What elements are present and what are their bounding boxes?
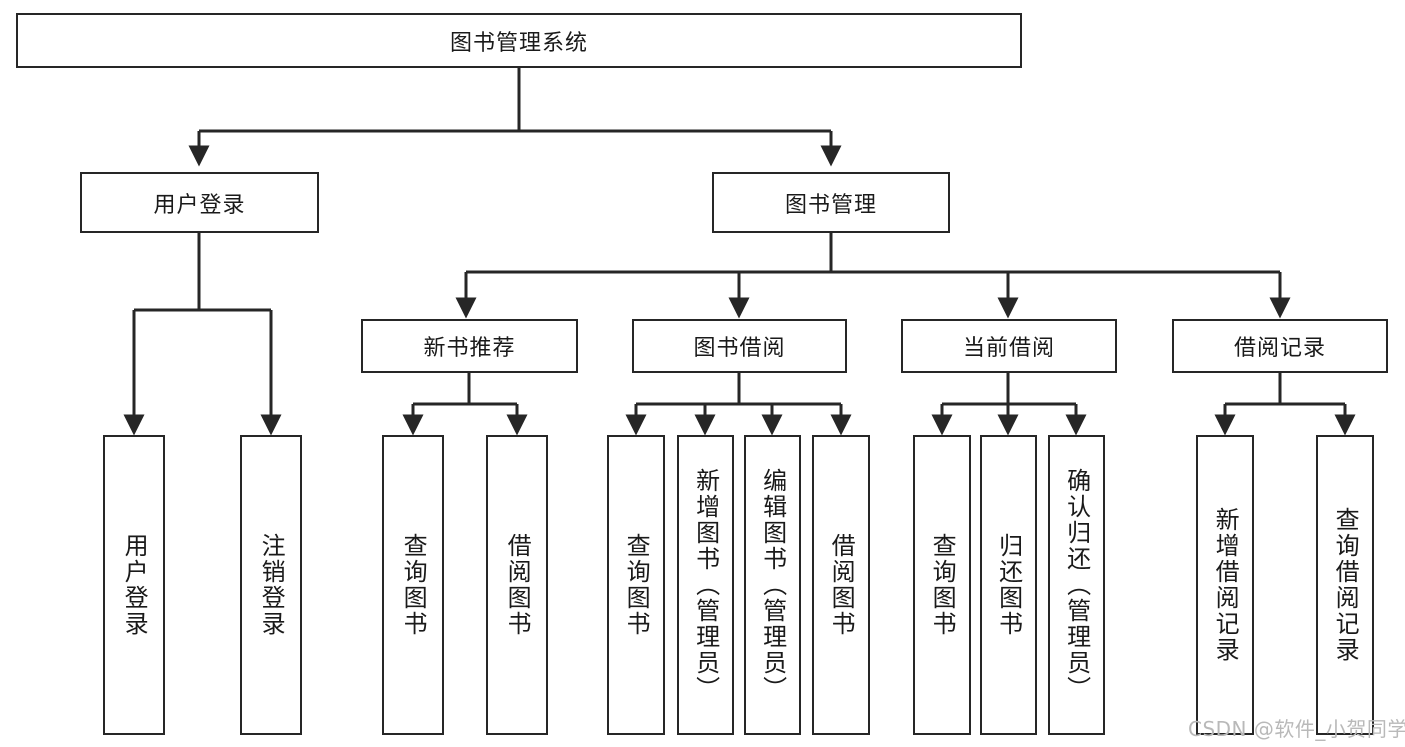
node-leaf-return-book[interactable]: 归还图书: [980, 435, 1037, 735]
node-leaf-query-book-2[interactable]: 查询图书: [607, 435, 665, 735]
node-leaf-borrow-book-2[interactable]: 借阅图书: [812, 435, 870, 735]
node-leaf-user-logout[interactable]: 注销登录: [240, 435, 302, 735]
node-borrow-record-label: 借阅记录: [1233, 336, 1326, 361]
node-root-label: 图书管理系统: [449, 30, 588, 56]
node-leaf-query-record-label: 查询借阅记录: [1331, 507, 1360, 663]
node-book-borrow[interactable]: 图书借阅: [632, 319, 847, 373]
node-leaf-query-record[interactable]: 查询借阅记录: [1316, 435, 1374, 735]
node-leaf-add-record[interactable]: 新增借阅记录: [1196, 435, 1254, 735]
node-book-manage[interactable]: 图书管理: [712, 172, 950, 233]
node-new-book-rec[interactable]: 新书推荐: [361, 319, 578, 373]
node-user-login-label: 用户登录: [153, 192, 246, 218]
node-leaf-user-logout-label: 注销登录: [257, 533, 286, 637]
node-leaf-query-book-3-label: 查询图书: [928, 533, 957, 637]
node-leaf-return-book-label: 归还图书: [994, 533, 1023, 637]
node-leaf-borrow-book-1-label: 借阅图书: [503, 533, 532, 637]
node-leaf-edit-book[interactable]: 编辑图书（管理员）: [744, 435, 801, 735]
node-leaf-query-book-3[interactable]: 查询图书: [913, 435, 971, 735]
node-book-manage-label: 图书管理: [784, 192, 877, 218]
watermark: CSDN @软件_小贺同学: [1188, 717, 1405, 741]
node-leaf-confirm-return[interactable]: 确认归还（管理员）: [1048, 435, 1105, 735]
node-leaf-add-book[interactable]: 新增图书（管理员）: [677, 435, 734, 735]
node-leaf-add-book-label: 新增图书（管理员）: [691, 468, 720, 702]
node-leaf-edit-book-label: 编辑图书（管理员）: [758, 468, 787, 702]
node-new-book-rec-label: 新书推荐: [423, 336, 516, 361]
node-book-borrow-label: 图书借阅: [693, 336, 786, 361]
node-leaf-borrow-book-1[interactable]: 借阅图书: [486, 435, 548, 735]
node-leaf-user-login[interactable]: 用户登录: [103, 435, 165, 735]
node-user-login[interactable]: 用户登录: [80, 172, 319, 233]
node-root[interactable]: 图书管理系统: [16, 13, 1022, 68]
node-leaf-query-book-1-label: 查询图书: [399, 533, 428, 637]
node-leaf-confirm-return-label: 确认归还（管理员）: [1062, 468, 1091, 702]
node-current-borrow-label: 当前借阅: [962, 336, 1055, 361]
node-current-borrow[interactable]: 当前借阅: [901, 319, 1117, 373]
node-leaf-query-book-2-label: 查询图书: [622, 533, 651, 637]
node-leaf-query-book-1[interactable]: 查询图书: [382, 435, 444, 735]
node-borrow-record[interactable]: 借阅记录: [1172, 319, 1388, 373]
node-leaf-user-login-label: 用户登录: [120, 533, 149, 637]
node-leaf-add-record-label: 新增借阅记录: [1211, 507, 1240, 663]
node-leaf-borrow-book-2-label: 借阅图书: [827, 533, 856, 637]
